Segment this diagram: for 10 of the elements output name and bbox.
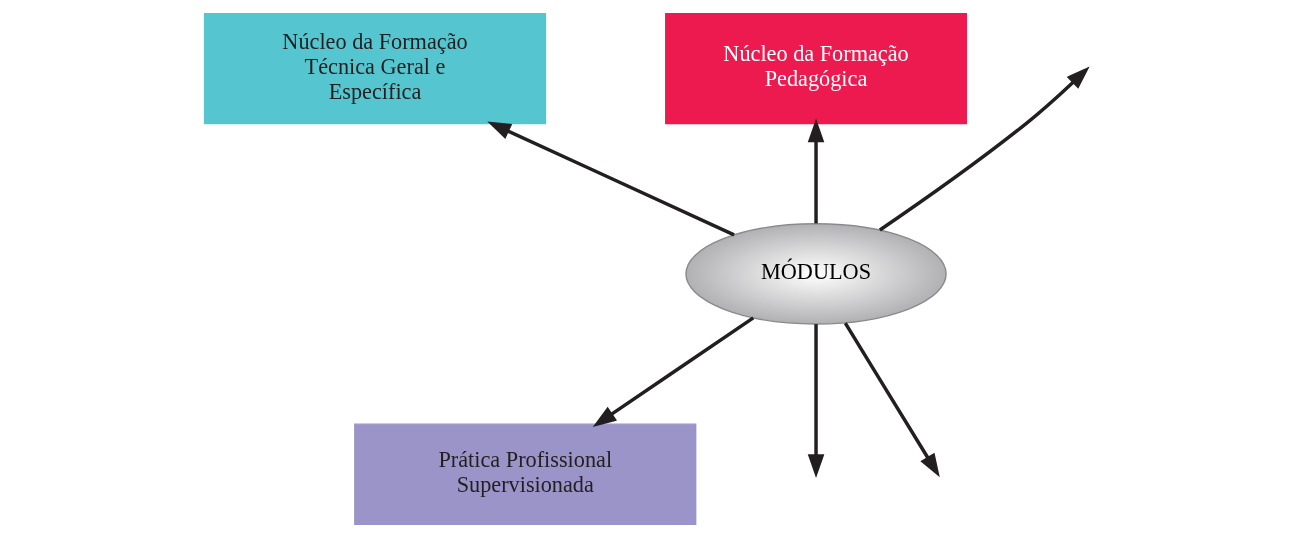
node-box: Núcleo da Formação Técnica Geral e Específica	[203, 13, 546, 125]
node-box: Prática Profissional Supervisionada	[353, 423, 696, 525]
node-ellipse: MÓDULOS	[684, 223, 947, 325]
arrow	[878, 66, 1090, 232]
arrow	[807, 324, 824, 478]
arrow	[843, 322, 940, 478]
arrow	[486, 121, 735, 237]
arrow	[807, 118, 824, 224]
arrow	[592, 316, 754, 427]
node-box: Núcleo da Formação Pedagógica	[664, 13, 967, 125]
